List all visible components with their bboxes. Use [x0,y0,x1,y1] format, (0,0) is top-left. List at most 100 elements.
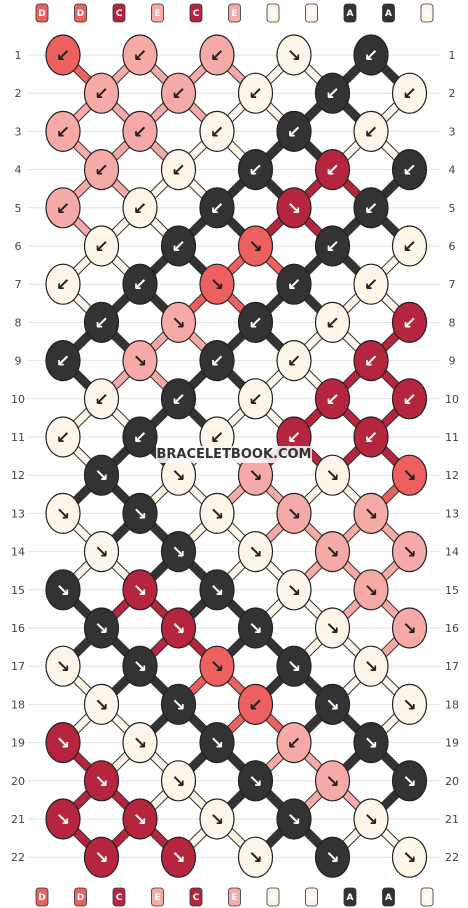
row-number-right: 16 [445,622,459,635]
knot [199,110,235,152]
top-strand-tab [112,3,126,23]
knot-direction-arrow: ↘ [171,772,185,792]
top-strand-letter: E [154,9,160,19]
row-number-right: 14 [445,546,459,559]
knot [83,683,120,726]
knot [45,187,81,229]
knot-direction-arrow: ↙ [402,237,416,257]
knot [314,225,351,267]
knot [353,187,389,229]
knot [314,301,351,343]
knot [45,721,81,764]
knot [353,569,389,611]
bottom-strand-letter: E [231,893,237,903]
knot-direction-arrow: ↘ [402,543,416,563]
knot [276,340,312,382]
row-number-right: 13 [445,507,459,520]
top-strand-tab [305,3,318,23]
knot-direction-arrow: ↘ [248,619,262,639]
knot [83,760,120,802]
row-number-right: 17 [445,660,459,673]
knot-direction-arrow: ↙ [210,352,224,372]
row-number-right: 9 [449,355,456,368]
knot [122,110,158,152]
row-number-right: 15 [445,584,459,597]
knot-direction-arrow: ↙ [325,237,339,257]
row-number-right: 22 [445,851,459,864]
knot-direction-arrow: ↙ [171,237,185,257]
knot-direction-arrow: ↘ [364,657,378,677]
knot [353,416,389,458]
knot-direction-arrow: ↙ [248,313,262,333]
knot-direction-arrow: ↘ [287,810,301,830]
knot-direction-arrow: ↘ [248,543,262,563]
knot-direction-arrow: ↙ [133,122,147,142]
row-number-left: 10 [11,393,25,406]
knot [314,149,351,191]
knot-direction-arrow: ↙ [56,122,70,142]
bottom-strand-letter: B [270,893,277,903]
knot [314,454,351,496]
knot [160,683,197,726]
knot [122,340,158,382]
bottom-strand-tab [189,887,203,907]
row-number-left: 8 [15,316,22,329]
knot [353,263,389,305]
knot [160,149,197,191]
row-number-left: 22 [11,851,25,864]
knot [83,225,120,267]
row-number-left: 14 [11,546,25,559]
knot-direction-arrow: ↘ [171,313,185,333]
row-number-right: 7 [449,278,456,291]
knot [160,836,197,878]
knot [237,225,274,267]
knot [45,263,81,305]
knot [45,340,81,382]
knot [353,645,389,687]
row-number-left: 21 [11,813,25,826]
knot [199,263,235,305]
knot [314,836,351,878]
knot-direction-arrow: ↘ [287,504,301,524]
knot [199,569,235,611]
knot [160,225,197,267]
row-number-left: 12 [11,469,25,482]
knot [237,149,274,191]
knot-direction-arrow: ↘ [94,543,108,563]
bottom-strand-tab [228,887,241,907]
knot [45,34,81,76]
knot-direction-arrow: ↙ [94,390,108,410]
knot [122,187,158,229]
knot-direction-arrow: ↙ [325,313,339,333]
knot [83,72,120,114]
knot-direction-arrow: ↘ [133,581,147,601]
bottom-strand-letter: C [193,893,200,903]
knot-direction-arrow: ↙ [325,390,339,410]
top-strand-tab [35,3,49,23]
knot [276,798,312,840]
knot [237,378,274,420]
row-number-right: 6 [449,240,456,253]
knot-direction-arrow: ↘ [56,734,70,754]
knot-direction-arrow: ↙ [364,352,378,372]
knot-direction-arrow: ↙ [133,199,147,219]
knot-direction-arrow: ↘ [210,734,224,754]
knot-direction-arrow: ↘ [171,466,185,486]
knot-direction-arrow: ↘ [402,772,416,792]
knot-direction-arrow: ↘ [325,695,339,715]
top-strand-letter: E [231,9,237,19]
bottom-strand-tab [112,887,126,907]
knot-direction-arrow: ↙ [210,428,224,448]
knot-direction-arrow: ↙ [287,428,301,448]
knot [276,721,312,764]
knot-direction-arrow: ↘ [133,734,147,754]
knot-direction-arrow: ↙ [133,275,147,295]
row-number-left: 18 [11,698,25,711]
knot [314,760,351,802]
knot [276,263,312,305]
row-number-left: 17 [11,660,25,673]
knot-direction-arrow: ↙ [210,122,224,142]
knot [353,34,389,76]
row-number-left: 9 [15,355,22,368]
knot [237,530,274,573]
